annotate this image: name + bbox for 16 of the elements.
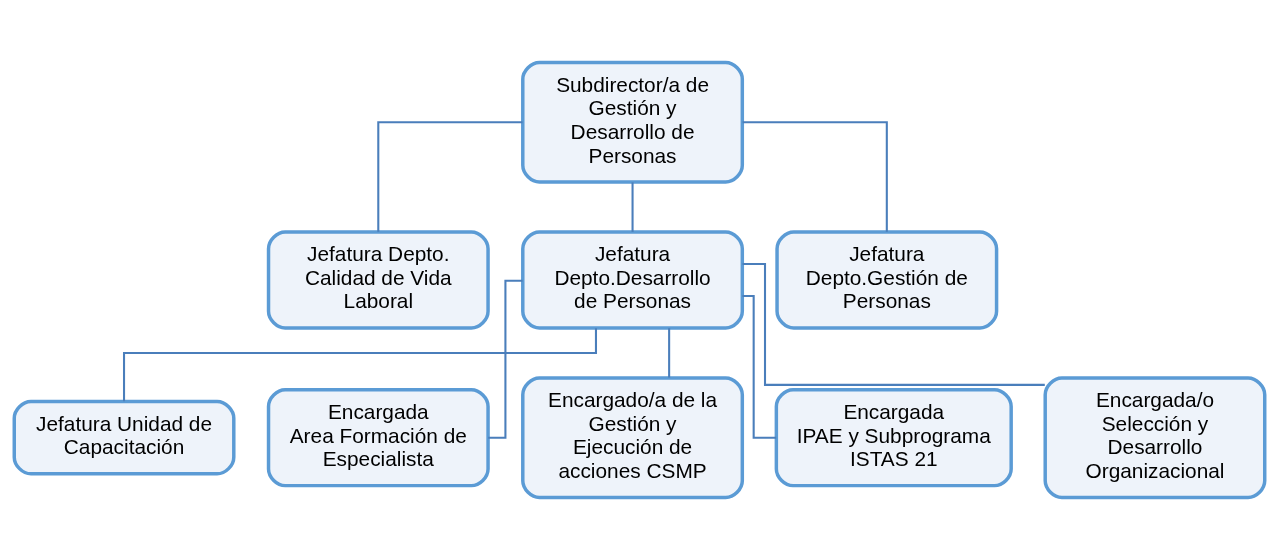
node-box: Jefatura Unidad de Capacitación [12,399,236,476]
node-box: Encargada IPAE y Subprograma ISTAS 21 [774,387,1013,487]
connector [377,120,523,232]
node-box: Encargada Area Formación de Especialista [266,387,490,487]
node-box: Jefatura Depto. Calidad de Vida Laboral [266,229,490,330]
connector [631,181,634,232]
connector [123,327,597,401]
node-box: Subdirector/a de Gestión y Desarrollo de Personas [521,60,745,184]
connector [742,262,1045,386]
connector [742,120,888,232]
connector [668,327,671,378]
node-box: Jefatura Depto.Gestión de Personas [775,229,999,330]
node-box: Encargada/o Selección y Desarrollo Organizacional [1043,375,1267,499]
node-box: Encargado/a de la Gestión y Ejecución de acciones CSMP [521,375,745,499]
connector [742,294,777,439]
node-box: Jefatura Depto.Desarrollo de Personas [521,229,745,330]
